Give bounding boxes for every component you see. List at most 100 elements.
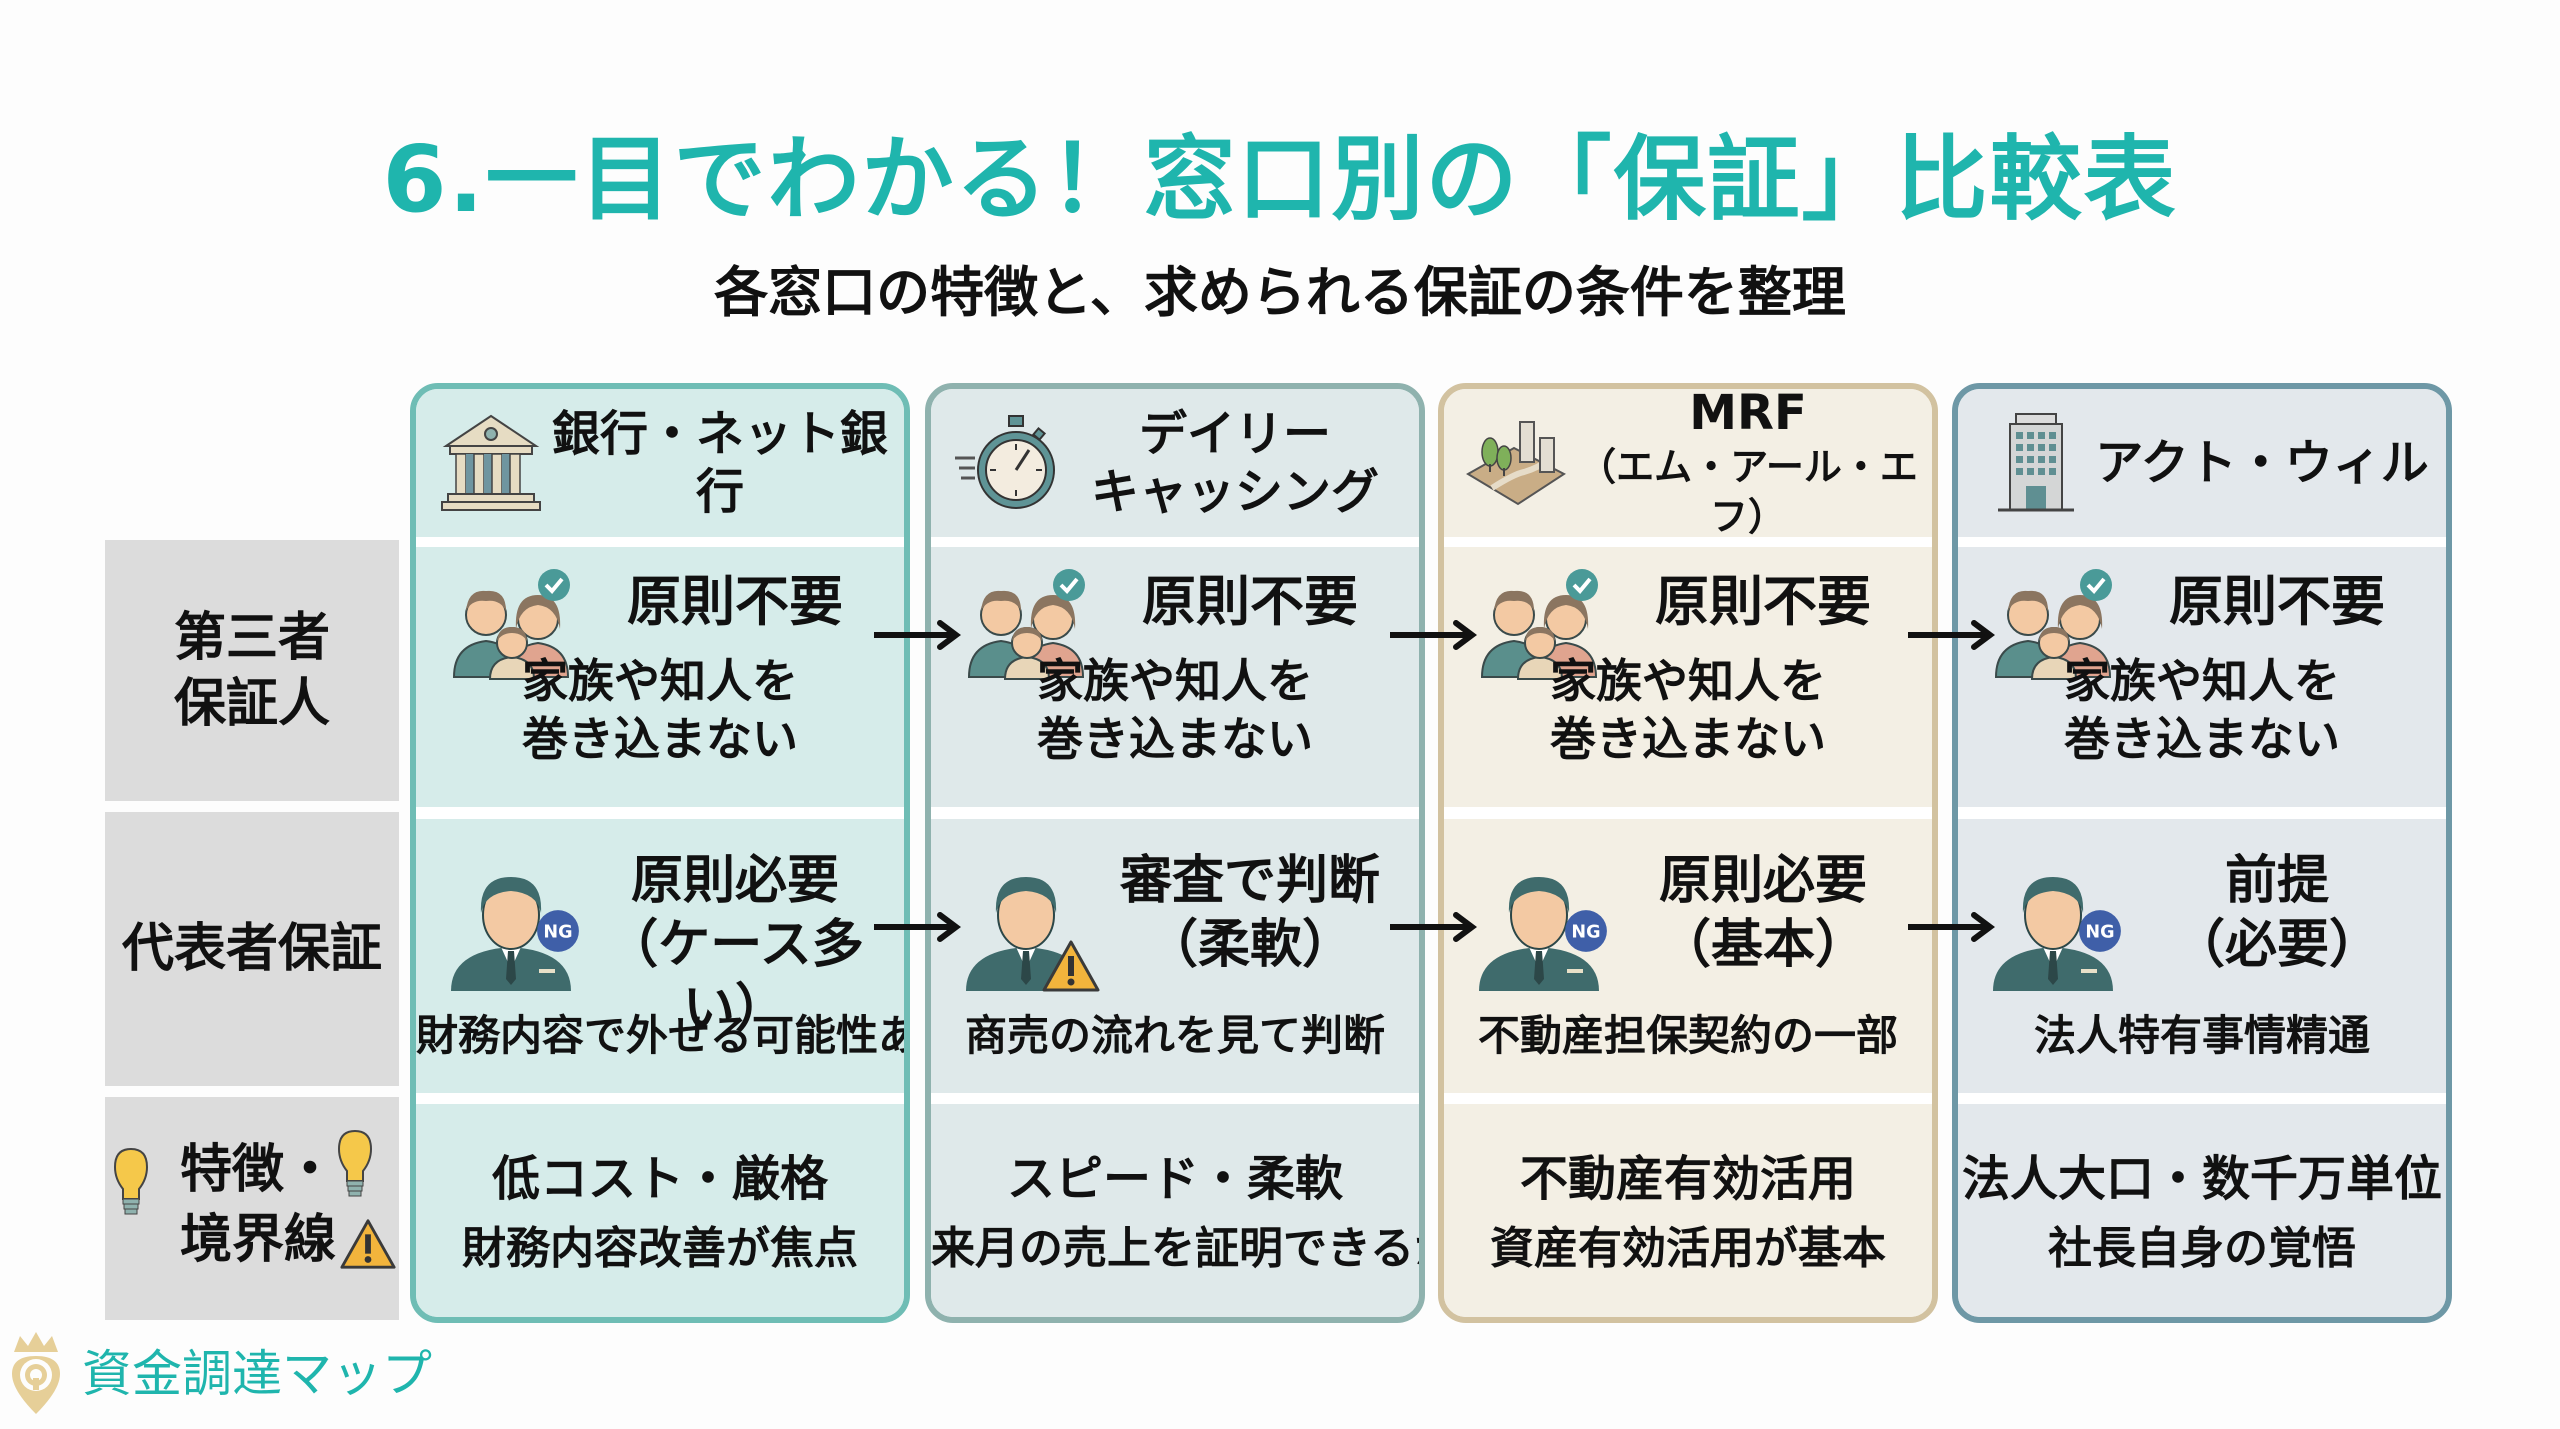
- cell-main-line: （基本）: [1658, 915, 1867, 975]
- row-label-line: 第三者: [173, 607, 330, 668]
- cell-sub-line: 家族や知人を: [1550, 654, 1826, 708]
- row-label-features-boundary: 特徴・ 境界線: [105, 1097, 399, 1320]
- column-header: アクト・ウィル: [1958, 389, 2446, 537]
- cell-sub-line: 巻き込まない: [522, 712, 798, 766]
- cell-main-text: 前提 （必要）: [2128, 849, 2426, 977]
- office-building-icon: [1998, 413, 2074, 512]
- cell-feature: 低コスト・厳格 財務内容改善が焦点: [416, 1104, 904, 1317]
- cell-feature: スピード・柔軟 来月の売上を証明できるか: [931, 1104, 1419, 1317]
- cell-third-party: 原則不要 家族や知人を 巻き込まない: [1444, 547, 1932, 807]
- column-title-line: （エム・アール・エフ）: [1578, 445, 1918, 539]
- cell-sub-line: 家族や知人を: [522, 654, 798, 708]
- cell-main-text: 原則必要 （基本）: [1614, 849, 1912, 977]
- cell-third-party: 原則不要 家族や知人を 巻き込まない: [1958, 547, 2446, 807]
- cell-sub-line: 家族や知人を: [2064, 654, 2340, 708]
- column-title-line: MRF: [1689, 385, 1807, 441]
- cell-third-party: 原則不要 家族や知人を 巻き込まない: [931, 547, 1419, 807]
- warning-icon: [1041, 939, 1101, 993]
- cell-sub-text: 家族や知人を 巻き込まない: [971, 652, 1379, 768]
- cell-main-line: （柔軟）: [1145, 915, 1354, 975]
- column-title-line: デイリー: [1138, 406, 1331, 462]
- cell-representative: 原則必要 （ケース多い） 財務内容で外せる可能性あり: [416, 819, 904, 1093]
- cell-feature: 法人大口・数千万単位 社長自身の覚悟: [1958, 1104, 2446, 1317]
- column-title: デイリー キャッシング: [1061, 405, 1419, 521]
- column-title: 銀行・ネット銀行: [551, 406, 888, 520]
- column-header: 銀行・ネット銀行: [416, 389, 904, 537]
- feature-text: 法人大口・数千万単位 社長自身の覚悟: [1958, 1144, 2446, 1284]
- cell-main-line: 原則必要: [630, 851, 839, 911]
- cell-sub-text: 家族や知人を 巻き込まない: [456, 652, 864, 768]
- arrow-right-icon: [872, 620, 962, 650]
- column-title: MRF （エム・アール・エフ）: [1574, 385, 1932, 542]
- row-label-line: 境界線: [180, 1210, 337, 1270]
- arrow-right-icon: [872, 912, 962, 942]
- ng-badge-icon: [536, 909, 580, 953]
- column-bank: 銀行・ネット銀行 原則不要 家族や知人を 巻き込まない 原則必要 （ケース多い）…: [410, 383, 910, 1323]
- lightbulb-icon: [111, 1145, 151, 1225]
- row-label-representative-guarantee: 代表者保証: [105, 812, 399, 1086]
- brand-logo: 資金調達マップ: [6, 1330, 432, 1418]
- cell-sub-text: 家族や知人を 巻き込まない: [1484, 652, 1892, 768]
- row-label-line: 代表者保証: [121, 919, 382, 979]
- cell-main-line: 審査で判断: [1119, 851, 1380, 911]
- feature-line: 財務内容改善が焦点: [462, 1223, 858, 1274]
- cell-main-text: 原則不要: [2169, 570, 2385, 633]
- stopwatch-icon: [955, 415, 1055, 509]
- cell-sub-text: 家族や知人を 巻き込まない: [1998, 652, 2406, 768]
- feature-line: 社長自身の覚悟: [2048, 1223, 2356, 1274]
- cell-feature: 不動産有効活用 資産有効活用が基本: [1444, 1104, 1932, 1317]
- cell-note: 財務内容で外せる可能性あり: [416, 1011, 910, 1060]
- cell-sub-line: 家族や知人を: [1037, 654, 1313, 708]
- row-label-third-party-guarantor: 第三者 保証人: [105, 540, 399, 801]
- feature-text: スピード・柔軟 来月の売上を証明できるか: [931, 1144, 1419, 1284]
- brand-name: 資金調達マップ: [82, 1345, 432, 1403]
- arrow-right-icon: [1388, 620, 1478, 650]
- feature-line: 低コスト・厳格: [491, 1151, 828, 1207]
- cell-main-line: 前提: [2224, 851, 2329, 911]
- cell-note: 不動産担保契約の一部: [1477, 1011, 1898, 1060]
- ng-badge-icon: [2078, 909, 2122, 953]
- feature-line: 不動産有効活用: [1519, 1151, 1856, 1207]
- row-label-line: 特徴・: [180, 1140, 337, 1200]
- crown-pin-icon: [12, 1332, 60, 1414]
- column-title-line: キャッシング: [1090, 464, 1379, 520]
- arrow-right-icon: [1906, 912, 1996, 942]
- cell-main-text: 原則不要: [627, 570, 843, 633]
- cell-main-line: 原則必要: [1658, 851, 1867, 911]
- cell-note: 法人特有事情精通: [2033, 1011, 2370, 1060]
- ng-badge-icon: [1564, 909, 1608, 953]
- feature-text: 不動産有効活用 資産有効活用が基本: [1444, 1144, 1932, 1284]
- feature-line: スピード・柔軟: [1006, 1151, 1343, 1207]
- page-subtitle: 各窓口の特徴と、求められる保証の条件を整理: [714, 261, 1846, 324]
- lightbulb-icon: [335, 1127, 375, 1207]
- cell-representative: 原則必要 （基本） 不動産担保契約の一部: [1444, 819, 1932, 1093]
- cell-sub-line: 巻き込まない: [1037, 712, 1313, 766]
- cell-main-text: 審査で判断 （柔軟）: [1101, 849, 1399, 977]
- cell-main-text: 原則不要: [1655, 570, 1871, 633]
- column-act-will: アクト・ウィル 原則不要 家族や知人を 巻き込まない 前提 （必要） 法人特有事…: [1952, 383, 2452, 1323]
- cell-third-party: 原則不要 家族や知人を 巻き込まない: [416, 547, 904, 807]
- cell-note: 商売の流れを見て判断: [964, 1011, 1385, 1060]
- cell-main-line: （ケース多い）: [606, 915, 864, 1039]
- column-header: デイリー キャッシング: [931, 389, 1419, 537]
- cell-representative: 審査で判断 （柔軟） 商売の流れを見て判断: [931, 819, 1419, 1093]
- column-header: MRF （エム・アール・エフ）: [1444, 389, 1932, 539]
- page-title: 6.一目でわかる！窓口別の「保証」比較表: [382, 126, 2178, 233]
- real-estate-icon: [1466, 421, 1566, 506]
- bank-icon: [441, 414, 541, 511]
- cell-main-text: 原則不要: [1142, 570, 1358, 633]
- column-title: アクト・ウィル: [2095, 435, 2429, 491]
- column-daily-cashing: デイリー キャッシング 原則不要 家族や知人を 巻き込まない 審査で判断 （柔軟…: [925, 383, 1425, 1323]
- cell-main-line: （必要）: [2172, 915, 2381, 975]
- cell-main-text: 原則必要 （ケース多い）: [586, 849, 884, 1041]
- column-mrf: MRF （エム・アール・エフ） 原則不要 家族や知人を 巻き込まない 原則必要 …: [1438, 383, 1938, 1323]
- cell-sub-line: 巻き込まない: [2064, 712, 2340, 766]
- arrow-right-icon: [1388, 912, 1478, 942]
- feature-line: 来月の売上を証明できるか: [931, 1223, 1425, 1274]
- cell-sub-line: 巻き込まない: [1550, 712, 1826, 766]
- cell-representative: 前提 （必要） 法人特有事情精通: [1958, 819, 2446, 1093]
- warning-icon: [339, 1217, 397, 1271]
- feature-line: 法人大口・数千万単位: [1961, 1151, 2442, 1207]
- feature-text: 低コスト・厳格 財務内容改善が焦点: [416, 1144, 904, 1284]
- arrow-right-icon: [1906, 620, 1996, 650]
